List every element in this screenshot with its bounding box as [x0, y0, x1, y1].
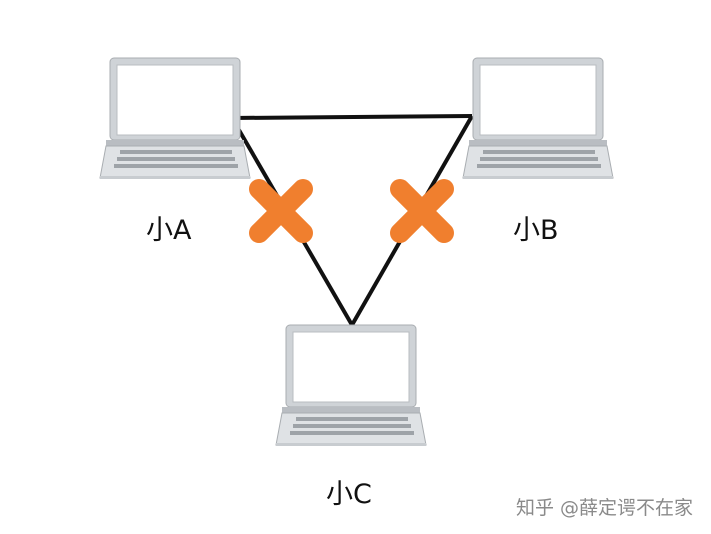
laptop-icon-c [275, 324, 427, 447]
laptop-icon-b [462, 57, 614, 180]
node-label-b: 小B [513, 215, 559, 246]
node-label-a: 小A [146, 215, 192, 246]
laptop-icon-a [99, 57, 251, 180]
link-a-b [231, 114, 473, 120]
broken-link-x-icon-b-c [400, 189, 444, 233]
node-label-c: 小C [326, 479, 372, 510]
broken-link-x-icon-a-c [259, 189, 303, 233]
watermark: 知乎 @薛定谔不在家 [515, 497, 693, 519]
